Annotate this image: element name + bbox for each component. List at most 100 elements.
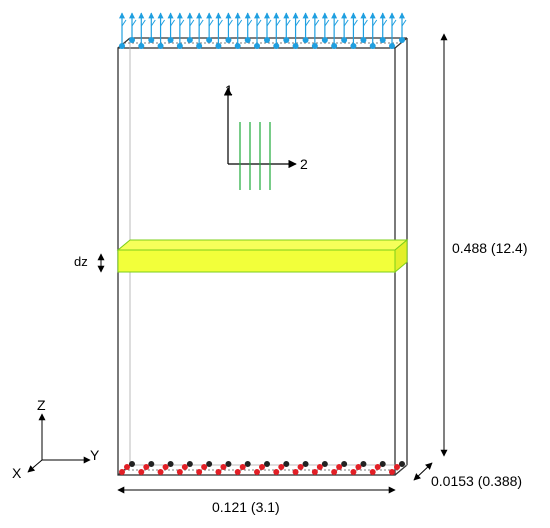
load-arrow-flare [131, 19, 137, 27]
top-node [311, 43, 318, 49]
bottom-node [215, 469, 222, 475]
top-node [389, 43, 395, 49]
bottom-node-back [225, 461, 232, 467]
thickness-dimension-arrow [413, 462, 433, 481]
height-dimension-label: 0.488 (12.4) [452, 240, 528, 256]
bottom-node [196, 469, 203, 475]
bottom-node-back [264, 461, 270, 467]
top-node [244, 37, 251, 43]
load-arrow-flare [256, 19, 262, 27]
fiber-lines [239, 122, 271, 190]
top-node [196, 43, 203, 49]
load-arrow-flare [266, 19, 272, 27]
load-arrow-flare [363, 19, 368, 27]
bottom-node [394, 464, 400, 470]
load-arrow-flare [208, 19, 214, 27]
global-y-label: Y [90, 447, 100, 463]
load-arrow-flare [170, 19, 175, 27]
bottom-node [162, 464, 169, 470]
top-node [350, 43, 357, 49]
load-arrow-flare [324, 19, 330, 27]
local-axes [223, 87, 297, 169]
load-arrow-flare [382, 19, 388, 27]
top-node [254, 43, 260, 49]
global-axes [27, 413, 91, 473]
width-dimension-label: 0.121 (3.1) [212, 499, 280, 515]
bottom-node-back [379, 461, 386, 467]
bottom-node [297, 464, 304, 470]
bottom-node [176, 469, 183, 475]
load-arrow-flare [401, 19, 407, 27]
axis-1-label: 1 [225, 82, 233, 98]
load-arrow-flare [247, 19, 253, 27]
load-arrow-flare [333, 19, 339, 27]
bottom-node-back [244, 461, 251, 467]
bottom-node [350, 469, 357, 475]
bottom-node [369, 469, 376, 475]
bottom-node-back [302, 461, 309, 467]
top-node [302, 37, 309, 43]
bottom-node-back [360, 461, 367, 467]
bottom-node [201, 464, 208, 470]
load-arrow-flare [314, 19, 320, 27]
top-node [321, 37, 328, 43]
bottom-node-back [148, 461, 155, 467]
top-node [225, 37, 232, 43]
top-load-nodes [119, 37, 405, 49]
bottom-node-back [186, 461, 193, 467]
global-x-label: X [12, 465, 22, 481]
global-z-label: Z [37, 397, 46, 413]
top-node [148, 37, 155, 43]
bottom-node [124, 464, 130, 470]
load-arrow-flare [343, 19, 349, 27]
bottom-node [181, 464, 188, 470]
load-arrow-flare [179, 19, 185, 27]
slice-element [116, 238, 409, 274]
load-arrow-flare [275, 19, 281, 27]
top-node [176, 43, 183, 49]
top-node [119, 43, 125, 49]
load-arrow-flare [121, 19, 127, 27]
top-node [167, 37, 174, 43]
top-node [283, 37, 290, 43]
top-node [264, 37, 270, 43]
load-arrow-flare [391, 19, 397, 27]
top-node [399, 37, 405, 43]
bottom-node [234, 469, 241, 475]
bottom-node-back [167, 461, 174, 467]
bottom-node-back [341, 461, 348, 467]
bottom-node [254, 469, 260, 475]
load-arrow-flare [140, 19, 146, 27]
bottom-node-back [129, 461, 135, 467]
top-node [273, 43, 280, 49]
bottom-node [138, 469, 145, 475]
bottom-node [374, 464, 381, 470]
top-node [234, 43, 241, 49]
top-node [206, 37, 213, 43]
load-arrow-flare [150, 19, 156, 27]
top-node [379, 37, 386, 43]
bottom-node [273, 469, 280, 475]
bottom-node-back [206, 461, 213, 467]
load-arrow-flare [160, 19, 165, 27]
top-node [215, 43, 222, 49]
bottom-node [389, 469, 395, 475]
top-node [292, 43, 299, 49]
bottom-node [278, 464, 285, 470]
bottom-node [292, 469, 299, 475]
bottom-node [259, 464, 265, 470]
bottom-node [143, 464, 150, 470]
axis-2-label: 2 [300, 156, 308, 172]
top-node [360, 37, 367, 43]
slice-label: dz [74, 254, 88, 269]
load-arrow-flare [228, 19, 233, 27]
top-node [369, 43, 376, 49]
load-arrow-flare [372, 19, 378, 27]
top-node [157, 43, 164, 49]
load-arrow-flare [218, 19, 223, 27]
bottom-node [157, 469, 164, 475]
load-arrow-flare [305, 19, 310, 27]
bottom-node-back [283, 461, 290, 467]
bottom-node [336, 464, 343, 470]
